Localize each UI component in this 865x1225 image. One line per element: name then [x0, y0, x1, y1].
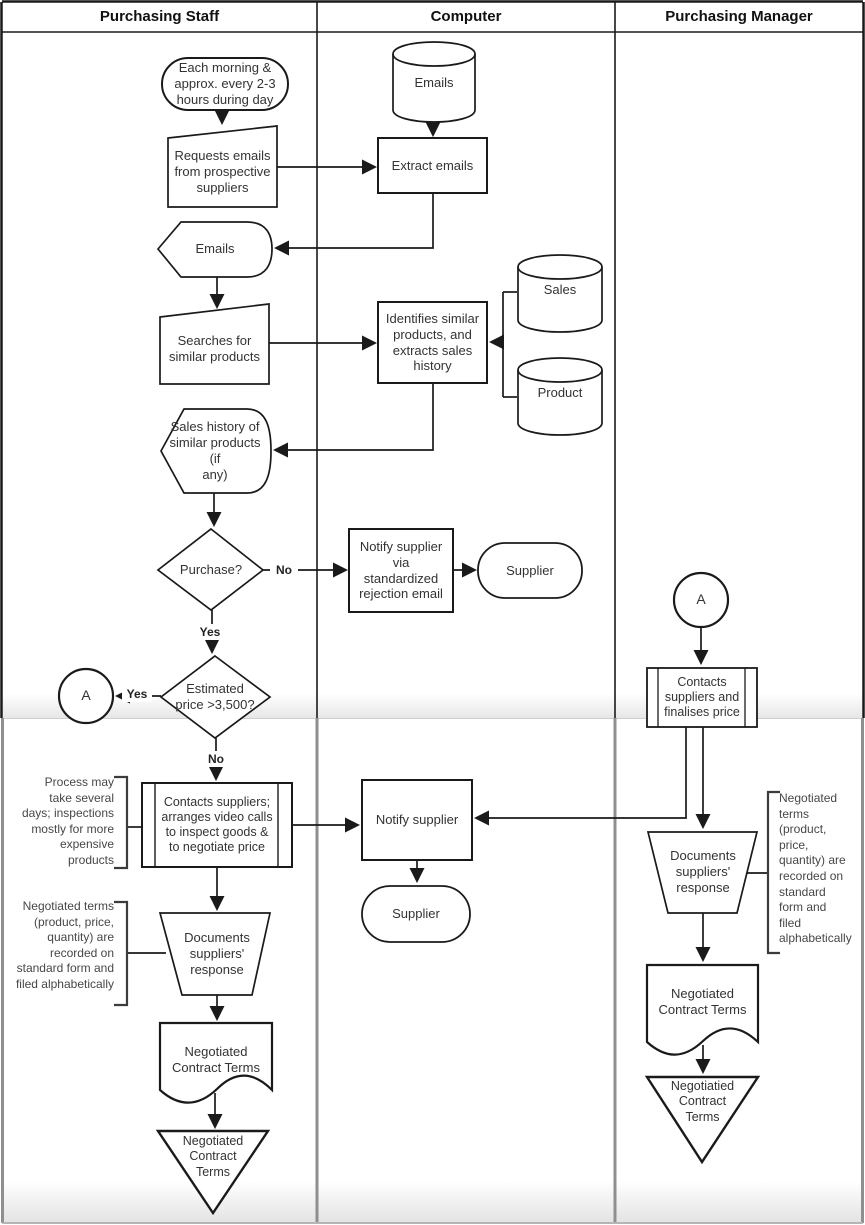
process-reject-label: Notify supplier via standardized rejecti… [359, 538, 443, 602]
display-emails-shape [156, 221, 273, 278]
start-event-label: Each morning & approx. every 2-3 hours d… [174, 60, 276, 107]
connector-a-manager-label: A [696, 591, 706, 608]
storage-triangle-manager [644, 1075, 761, 1165]
annotation-process-duration: Process may take several days; inspectio… [21, 775, 114, 867]
page-bottom-fade [3, 1181, 862, 1223]
lane-header-computer: Computer [430, 8, 502, 26]
predefined-contact-manager-label: Contacts suppliers and finalises price [664, 674, 740, 720]
edge-extract-to-display [273, 193, 434, 256]
document-contract-manager-label: Negotiated Contract Terms [658, 986, 747, 1017]
terminator-supplier-top-label: Supplier [506, 562, 554, 578]
decision-price-label: Estimated price >3,500? [175, 681, 255, 712]
bracket-filing-manager [766, 790, 780, 955]
manual-input-request-label: Requests emails from prospective supplie… [174, 148, 271, 195]
document-contract-staff-label: Negotiated Contract Terms [172, 1044, 260, 1075]
manual-input-search-label: Searches for similar products [168, 333, 261, 364]
predefined-contact-staff-label: Contacts suppliers; arranges video calls… [161, 794, 273, 855]
process-notify-label: Notify supplier [375, 812, 459, 828]
bracket-process-duration [114, 775, 129, 870]
process-extract-label: Extract emails [391, 157, 474, 173]
storage-contract-manager-label: Negotiatied Contract Terms [670, 1079, 735, 1124]
lane-header-purchasing-staff: Purchasing Staff [99, 8, 220, 26]
documents-response-manager-label: Documents suppliers' response [670, 848, 736, 895]
edge-label-price-no: No [202, 751, 230, 767]
predefined-manager-side-bars [657, 668, 746, 727]
manual-input-request-emails [167, 125, 278, 208]
connector-a-manager-circle [672, 571, 730, 629]
annotation-filing-staff: Negotiated terms (product, price, quanti… [15, 899, 114, 991]
process-notify-supplier [361, 779, 473, 861]
display-sales-history-label: Sales history of similar products (if an… [169, 419, 261, 482]
storage-contract-staff-label: Negotiated Contract Terms [182, 1134, 244, 1179]
document-contract-manager-shape [645, 963, 760, 1056]
connector-a-staff-label: A [81, 687, 91, 704]
edge-identify-to-saleshistory [272, 383, 434, 458]
display-emails-label: Emails [195, 241, 235, 257]
swimlane-frame-lower [1, 718, 864, 1224]
manual-operation-documents-manager [646, 831, 759, 914]
annotation-filing-manager: Negotiated terms (product, price, quanti… [779, 791, 852, 946]
database-emails-cylinder [392, 41, 476, 123]
database-sales-cylinder [517, 254, 603, 333]
predefined-contact-suppliers-manager [646, 667, 758, 728]
terminator-supplier-bottom [361, 885, 471, 943]
lane-header-purchasing-manager: Purchasing Manager [665, 8, 813, 26]
manual-operation-documents-staff [158, 912, 272, 996]
documents-response-staff-label: Documents suppliers' response [184, 930, 250, 977]
predefined-staff-side-bars [154, 783, 279, 867]
process-extract-emails [377, 137, 488, 194]
decision-estimated-price [159, 654, 272, 740]
database-sales-label: Sales [543, 282, 577, 298]
decision-purchase-label: Purchase? [179, 562, 243, 578]
process-identify-products [377, 301, 488, 384]
database-product-cylinder-lid [517, 369, 603, 383]
process-identify-label: Identifies similar products, and extract… [385, 310, 480, 374]
edge-label-purchase-no: No [270, 562, 298, 578]
edge-label-purchase-yes: Yes [196, 624, 224, 640]
database-sales-cylinder-lid [517, 266, 603, 280]
database-product-label: Product [537, 385, 583, 401]
terminator-supplier-top [477, 542, 583, 599]
process-notify-rejection [348, 528, 454, 613]
terminator-supplier-bottom-label: Supplier [392, 906, 440, 922]
decision-purchase [156, 527, 265, 612]
document-contract-staff-shape [158, 1021, 274, 1104]
database-emails-label: Emails [414, 75, 454, 91]
database-emails-cylinder-lid [392, 53, 476, 67]
terminator-start-event [161, 57, 289, 111]
predefined-contact-suppliers-staff [141, 782, 293, 868]
storage-triangle-staff [155, 1129, 271, 1216]
edge-contactmgr-to-notify [473, 727, 687, 826]
database-product-cylinder [517, 357, 603, 436]
display-sales-history-shape [160, 408, 272, 494]
bracket-filing-staff [114, 900, 129, 1007]
connector-a-staff-circle [57, 667, 115, 725]
manual-input-search-products [159, 303, 270, 385]
swimlane-frame [0, 0, 865, 718]
edge-label-price-yes: Yes [122, 686, 152, 702]
